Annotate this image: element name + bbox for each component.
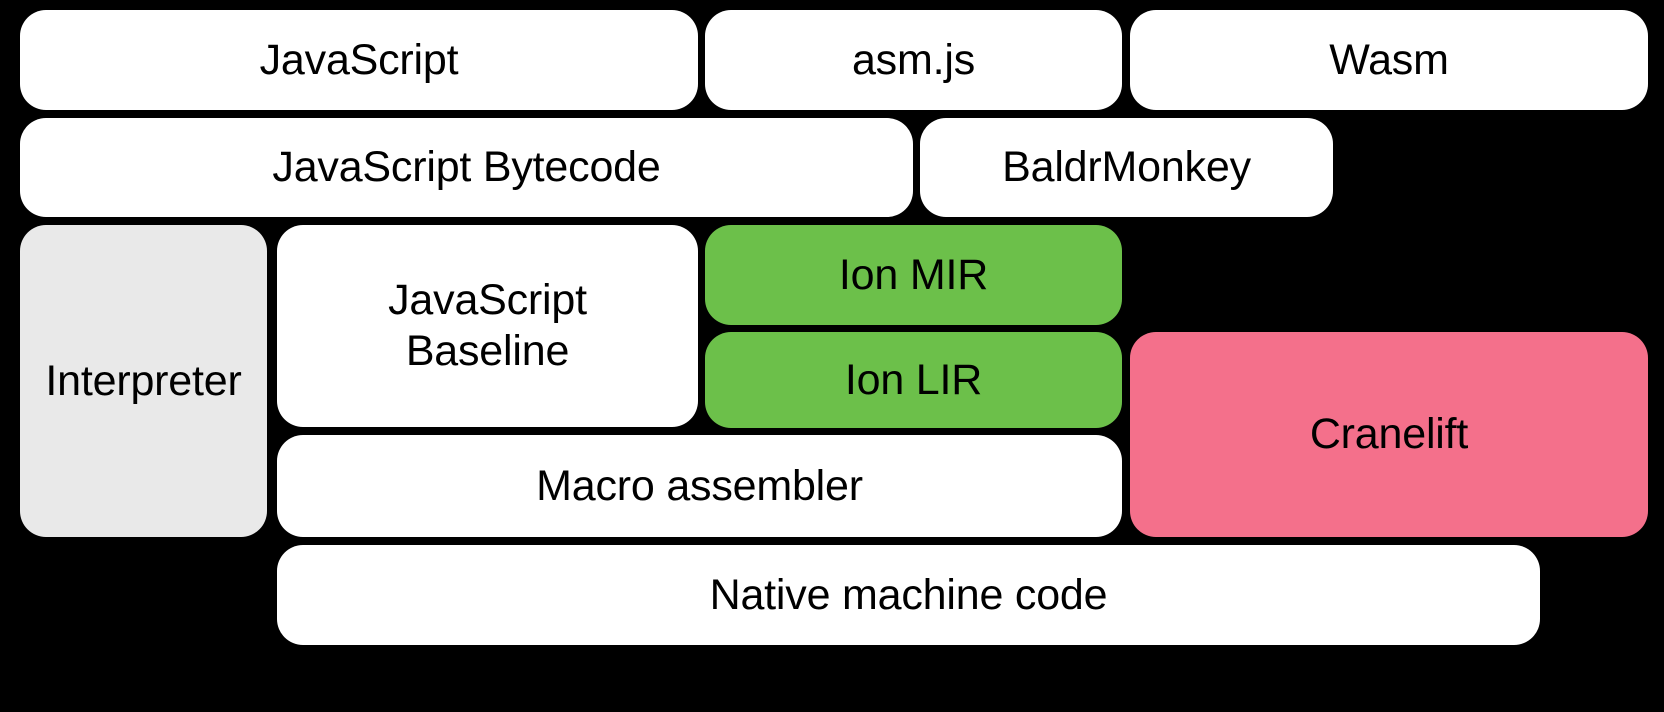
node-cranelift: Cranelift: [1130, 332, 1648, 537]
node-ion-lir: Ion LIR: [705, 332, 1122, 428]
node-javascript-bytecode: JavaScript Bytecode: [20, 118, 913, 217]
node-native-machine-code: Native machine code: [277, 545, 1540, 645]
node-macro-assembler: Macro assembler: [277, 435, 1122, 537]
node-wasm: Wasm: [1130, 10, 1648, 110]
node-asm-js: asm.js: [705, 10, 1122, 110]
node-baldrmonkey: BaldrMonkey: [920, 118, 1333, 217]
node-interpreter: Interpreter: [20, 225, 267, 537]
node-javascript-baseline: JavaScript Baseline: [277, 225, 698, 427]
node-ion-mir: Ion MIR: [705, 225, 1122, 325]
node-javascript: JavaScript: [20, 10, 698, 110]
